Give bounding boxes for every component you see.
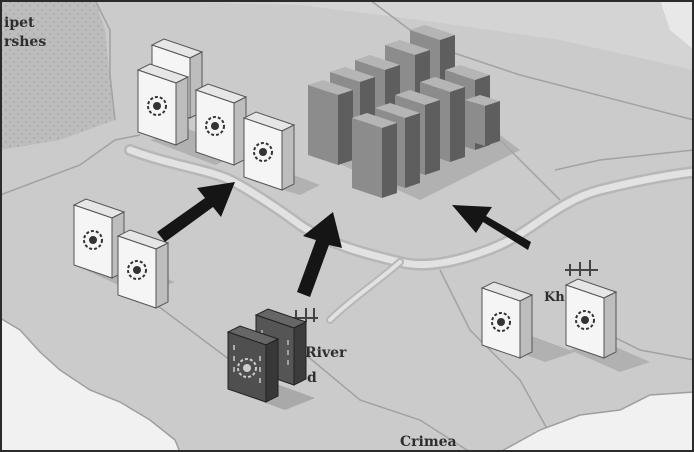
axis-unit-counter[interactable]: [72, 198, 126, 279]
cog-emblem-icon: [253, 142, 273, 162]
cog-emblem-icon: [491, 312, 511, 332]
axis-unit-counter[interactable]: [480, 281, 534, 359]
region-label-river-suffix: d: [307, 370, 317, 386]
region-label-river: River: [305, 345, 347, 361]
cog-emblem-icon: [237, 358, 257, 378]
dark-unit-counter[interactable]: [226, 325, 280, 403]
soviet-pillar[interactable]: [308, 80, 353, 165]
region-label-kh: Kh: [544, 290, 565, 305]
river: [124, 144, 694, 324]
soviet-pillar[interactable]: [465, 95, 500, 146]
cog-emblem-icon: [83, 230, 103, 250]
arrow-icon: [297, 212, 342, 297]
cog-emblem-icon: [205, 116, 225, 136]
arrow-icon: [452, 205, 531, 250]
axis-unit-counter[interactable]: [116, 229, 170, 309]
pripet-marsh-region: [0, 0, 115, 150]
axis-unit-counter[interactable]: [242, 111, 296, 191]
axis-unit-counter[interactable]: [194, 83, 248, 166]
fence-icon: [565, 260, 598, 276]
cog-emblem-icon: [575, 310, 595, 330]
cog-emblem-icon: [147, 96, 167, 116]
axis-unit-stack-west[interactable]: [72, 198, 175, 309]
axis-unit-counter[interactable]: [136, 63, 190, 146]
sea-southwest: [0, 317, 181, 452]
sea-southeast: [499, 391, 694, 452]
north-region: [95, 0, 694, 70]
dark-unit-stack-south[interactable]: [226, 308, 318, 410]
axis-unit-counter[interactable]: [564, 278, 618, 359]
soviet-pillar[interactable]: [352, 113, 397, 198]
region-label-crimea: Crimea: [400, 434, 457, 450]
arrow-icon: [157, 182, 235, 242]
region-label-pripet: ipet: [4, 15, 35, 31]
soviet-unit-stack[interactable]: [308, 25, 520, 200]
axis-unit-stack-east[interactable]: [480, 260, 650, 372]
cog-emblem-icon: [127, 260, 147, 280]
axis-unit-stack-north[interactable]: [136, 38, 320, 195]
sea-north: [660, 0, 694, 50]
region-label-marshes: rshes: [4, 34, 47, 50]
